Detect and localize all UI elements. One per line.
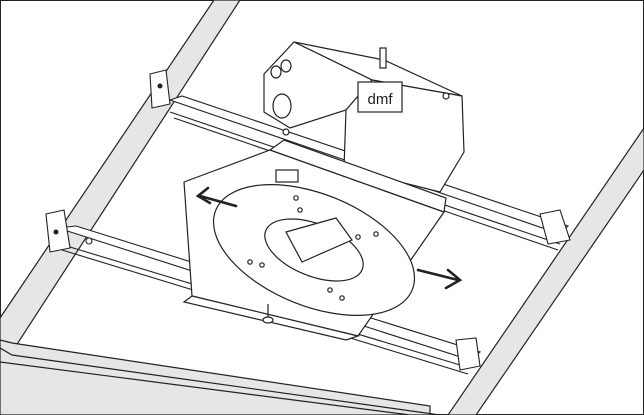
brand-label-box — [357, 81, 403, 113]
arrow-right-icon — [416, 268, 463, 290]
grid-bar-bottom — [0, 339, 431, 415]
grid-bar-bottom-face — [0, 347, 441, 415]
arrow-left-icon — [195, 186, 238, 208]
grid-bar-right — [447, 126, 644, 415]
screw — [262, 304, 274, 324]
aperture-ring — [212, 184, 416, 316]
brand-label: dmf — [367, 91, 393, 108]
